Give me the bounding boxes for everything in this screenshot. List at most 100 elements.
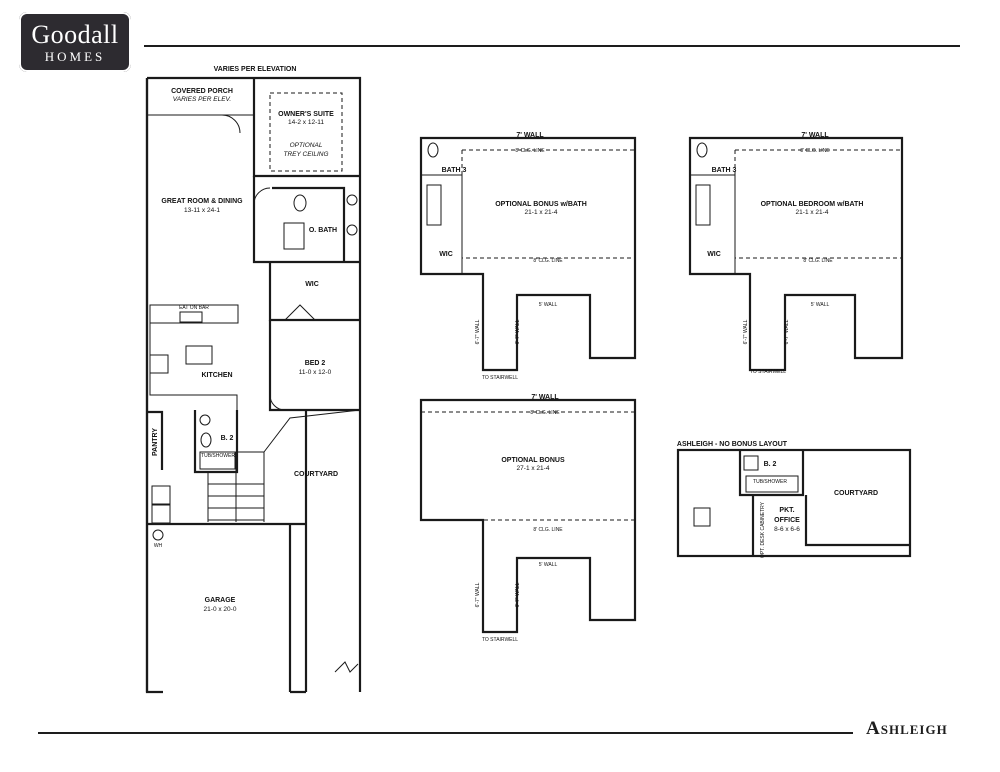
bonus-bed-outline	[688, 136, 904, 372]
bonus-only-size: 27-1 x 21-4	[517, 465, 550, 472]
wic-label: WIC	[305, 281, 319, 288]
no-bonus-title: ASHLEIGH - NO BONUS LAYOUT	[677, 441, 788, 448]
bath3-label: BATH 3	[442, 167, 467, 174]
bonus-bath-wic: WIC	[439, 251, 453, 258]
kitchen-counter	[149, 323, 238, 410]
bath3-bed-toilet	[696, 142, 708, 158]
wic-walls	[268, 262, 360, 322]
o-bath-door-swing	[253, 187, 271, 205]
bonus-bath-clg-mid: 8' CLG. LINE	[533, 258, 563, 264]
optional-label: OPTIONAL	[290, 142, 323, 149]
bonus-bath-wall-top: 7' WALL	[516, 132, 544, 139]
bonus-bed-wall-top: 7' WALL	[801, 132, 829, 139]
no-bonus-walls	[738, 450, 910, 556]
o-bath-toilet	[293, 194, 307, 212]
bonus-only-wall-top: 7' WALL	[531, 394, 559, 401]
great-room-size: 13-11 x 24-1	[184, 207, 220, 214]
b2-toilet	[200, 432, 212, 448]
no-bonus-tub-label: TUB/SHOWER	[753, 479, 787, 485]
bonus-only-clg-mid: 8' CLG. LINE	[533, 527, 563, 533]
logo-subtitle: HOMES	[44, 49, 106, 64]
bonus-bed-wic: WIC	[707, 251, 721, 258]
stairs	[207, 451, 265, 522]
courtyard-walls	[266, 410, 308, 692]
covered-porch-note: VARIES PER ELEV.	[173, 96, 232, 103]
bonus-only-outline	[419, 398, 637, 634]
hall-angle-wall	[263, 409, 361, 453]
bath3-wall	[421, 174, 463, 274]
garage-walls	[147, 522, 292, 692]
bed2-size: 11-0 x 12-0	[299, 369, 332, 376]
bed2-door-swing	[269, 394, 286, 411]
eat-on-bar-label: EAT ON BAR	[179, 305, 209, 311]
eat-on-bar	[149, 304, 239, 324]
o-bath-label: O. BATH	[309, 227, 337, 234]
no-bonus-opt-note: OPT. DESK CABINETRY	[760, 501, 766, 558]
plan-name: Ashleigh	[866, 718, 948, 739]
bonus-bed-stair: TO STAIRWELL	[750, 369, 786, 375]
courtyard-label: COURTYARD	[294, 471, 338, 478]
garage-size: 21-0 x 20-0	[204, 606, 237, 613]
bonus-only-plan: 7' WALL 8' CLG. LINE OPTIONAL BONUS 27-1…	[419, 394, 637, 643]
kitchen-island	[185, 345, 213, 365]
bath3-toilet	[427, 142, 439, 158]
bonus-only-ceiling-line	[421, 411, 635, 521]
goodall-homes-logo: Goodall HOMES	[19, 12, 131, 72]
courtyard-break	[334, 661, 359, 673]
trey-ceiling-outline	[269, 92, 343, 172]
pantry-b2-walls	[147, 410, 239, 474]
no-bonus-b2-label: B. 2	[764, 461, 777, 468]
bonus-bed-clg-mid: 8' CLG. LINE	[803, 258, 833, 264]
o-bath-sink-1	[346, 194, 358, 206]
bonus-bed-wall-left: 6'-7" WALL	[743, 319, 749, 344]
o-bath-walls	[252, 176, 360, 264]
no-bonus-courtyard: COURTYARD	[834, 490, 878, 497]
bonus-only-wall-right: 6'-7" WALL	[515, 582, 521, 607]
bonus-bed-size: 21-1 x 21-4	[796, 209, 829, 216]
no-bonus-pkt: PKT.	[779, 507, 794, 514]
dryer	[151, 504, 171, 524]
no-bonus-toilet	[743, 455, 759, 471]
no-bonus-office-size: 8-6 x 6-6	[774, 526, 800, 533]
bonus-bath-room-label: OPTIONAL BONUS w/BATH	[495, 201, 587, 208]
logo-wordmark: Goodall	[31, 20, 119, 49]
trey-ceiling-label: TREY CEILING	[283, 151, 328, 158]
porch-door-swing	[221, 114, 241, 134]
bonus-bath-wall-mid: 5' WALL	[539, 302, 558, 308]
bath3-tub	[426, 184, 442, 226]
bed2-walls	[268, 320, 360, 412]
wic-door	[284, 304, 316, 321]
bonus-bed-clg-top: 8' CLG. LINE	[800, 148, 830, 154]
bonus-bed-wall-mid: 5' WALL	[811, 302, 830, 308]
bonus-bath-wall-right: 6'-7" WALL	[515, 319, 521, 344]
bonus-bath-wall-left: 6'-7" WALL	[475, 319, 481, 344]
water-heater	[152, 529, 164, 541]
bonus-bed-wall-right: 6'-7" WALL	[784, 319, 790, 344]
bonus-bedroom-plan: 7' WALL 8' CLG. LINE BATH 3 OPTIONAL BED…	[688, 132, 904, 375]
bonus-only-stair: TO STAIRWELL	[482, 637, 518, 643]
owners-suite-size: 14-2 x 12-11	[288, 119, 324, 126]
bed2-label: BED 2	[305, 360, 326, 367]
garage-label: GARAGE	[205, 597, 236, 604]
covered-porch-label: COVERED PORCH	[171, 88, 233, 95]
bonus-bath-size: 21-1 x 21-4	[525, 209, 558, 216]
bath3-bed-wall	[690, 174, 736, 274]
bath3-bed-tub	[695, 184, 711, 226]
bath3-bed-label: BATH 3	[712, 167, 737, 174]
footer-rule	[38, 732, 853, 734]
bonus-only-wall-mid: 5' WALL	[539, 562, 558, 568]
elevation-note: VARIES PER ELEVATION	[214, 66, 297, 73]
o-bath-sink-2	[346, 224, 358, 236]
bonus-only-clg-top: 8' CLG. LINE	[530, 410, 560, 416]
b2-label: B. 2	[221, 435, 234, 442]
no-bonus-washer	[693, 507, 711, 527]
kitchen-label: KITCHEN	[201, 372, 232, 379]
range	[149, 354, 169, 374]
bonus-only-wall-left: 6'-7" WALL	[475, 582, 481, 607]
pantry-label: PANTRY	[152, 428, 159, 456]
bonus-only-room-label: OPTIONAL BONUS	[501, 457, 565, 464]
no-bonus-layout: ASHLEIGH - NO BONUS LAYOUT B. 2 TUB/SHOW…	[676, 441, 912, 558]
no-bonus-tub	[745, 475, 799, 493]
no-bonus-frame	[676, 448, 912, 558]
